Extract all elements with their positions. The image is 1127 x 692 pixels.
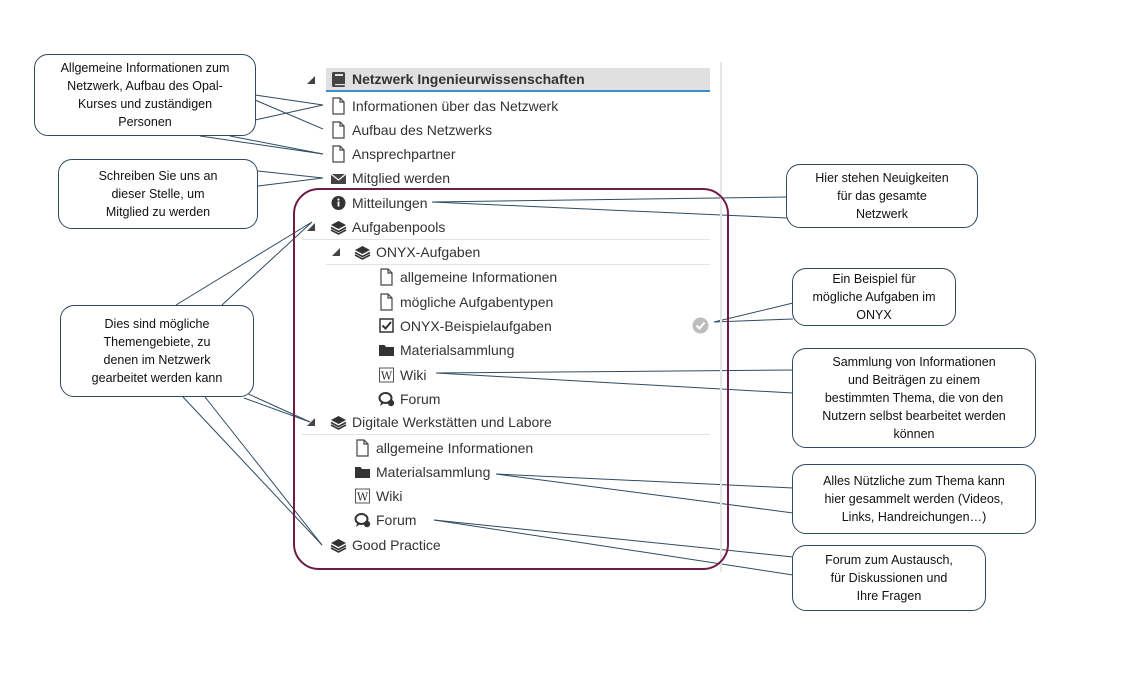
wiki-icon: W (379, 367, 394, 383)
callout-join: Schreiben Sie uns an dieser Stelle, um M… (58, 159, 258, 229)
page-icon (380, 268, 393, 286)
callout-general-info: Allgemeine Informationen zum Netzwerk, A… (34, 54, 256, 136)
forum-icon (378, 392, 395, 407)
layers-icon (354, 246, 371, 260)
separator (326, 264, 710, 265)
callout-materials: Alles Nützliche zum Thema kann hier gesa… (792, 464, 1036, 534)
svg-text:W: W (357, 491, 369, 504)
info-icon (331, 196, 346, 210)
callout-example: Ein Beispiel für mögliche Aufgaben im ON… (792, 268, 956, 326)
layers-icon (330, 221, 347, 235)
expander-arrow[interactable] (331, 247, 341, 257)
folder-icon (355, 467, 370, 478)
separator (302, 239, 710, 240)
callout-news: Hier stehen Neuigkeiten für das gesamte … (786, 164, 978, 228)
layers-icon (330, 539, 347, 553)
book-icon (332, 72, 345, 87)
callout-wiki: Sammlung von Informationen und Beiträgen… (792, 348, 1036, 448)
forum-icon (354, 513, 371, 528)
wiki-icon: W (355, 488, 370, 504)
callout-topics: Dies sind mögliche Themengebiete, zu den… (60, 305, 254, 397)
callout-forum: Forum zum Austausch, für Diskussionen un… (792, 545, 986, 611)
expander-arrow[interactable] (306, 222, 316, 232)
highlight-frame (293, 188, 729, 570)
page-icon (332, 121, 345, 139)
layers-icon (330, 416, 347, 430)
page-icon (332, 145, 345, 163)
folder-icon (379, 345, 394, 356)
expander-arrow[interactable] (306, 417, 316, 427)
course-header[interactable]: Netzwerk Ingenieurwissenschaften (326, 68, 710, 92)
checkbox-icon (379, 318, 394, 333)
expander-arrow[interactable] (306, 75, 316, 85)
page-icon (356, 439, 369, 457)
envelope-icon (330, 173, 347, 184)
svg-text:W: W (381, 370, 393, 383)
page-icon (380, 293, 393, 311)
course-title: Netzwerk Ingenieurwissenschaften (352, 71, 585, 87)
separator (302, 434, 710, 435)
check-circle-icon (692, 317, 709, 334)
page-icon (332, 97, 345, 115)
tree-scroll-edge (720, 62, 722, 572)
